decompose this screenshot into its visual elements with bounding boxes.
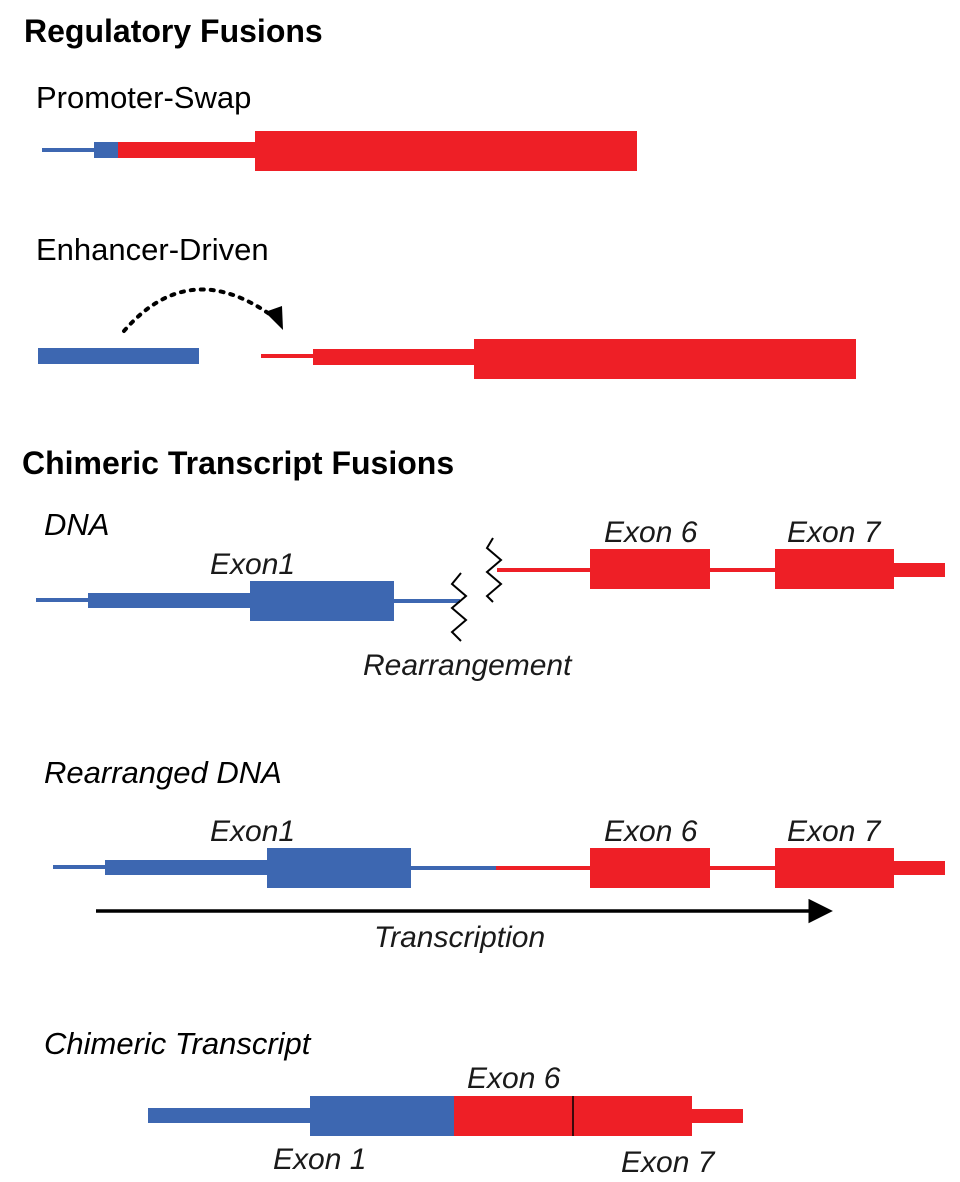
promoter-swap-label: Promoter-Swap xyxy=(36,80,251,115)
rearranged-blue-intron-right xyxy=(409,866,497,870)
dna-exon7-label: Exon 7 xyxy=(787,516,882,549)
dna-exon6-label: Exon 6 xyxy=(604,516,698,549)
enhancer-blue-block xyxy=(38,348,199,364)
promoter-swap-blue-intron xyxy=(42,148,97,152)
promoter-swap-gene xyxy=(42,131,637,171)
rearranged-blue-utr xyxy=(105,860,270,875)
rearranged-blue-intron-left xyxy=(53,865,108,869)
breakpoint-right-icon xyxy=(485,537,503,603)
transcript-red-utr xyxy=(690,1109,743,1123)
promoter-swap-red-exon xyxy=(255,131,637,171)
dna-blue-intron-left xyxy=(36,598,91,602)
rearranged-dna-title: Rearranged DNA xyxy=(44,755,282,790)
dna-blue-intron-right xyxy=(392,599,460,603)
dna-red-exon6 xyxy=(590,549,710,589)
dna-red-intron-left xyxy=(497,568,592,572)
dna-red-exon7 xyxy=(775,549,894,589)
enhancer-red-intron xyxy=(261,354,316,358)
rearranged-red-exon7 xyxy=(775,848,894,888)
transcript-exon6-label: Exon 6 xyxy=(467,1062,561,1095)
regulatory-fusions-heading: Regulatory Fusions xyxy=(24,13,323,49)
rearranged-red-exon6 xyxy=(590,848,710,888)
transcript-exon1-label: Exon 1 xyxy=(273,1143,366,1176)
chimeric-fusions-heading: Chimeric Transcript Fusions xyxy=(22,445,454,481)
dna-blue-utr xyxy=(88,593,253,608)
dna-title: DNA xyxy=(44,507,109,542)
chimeric-transcript-mrna xyxy=(148,1096,743,1136)
transcript-red-exon7 xyxy=(573,1096,692,1136)
dna-blue-exon1 xyxy=(250,581,394,621)
promoter-swap-red-utr xyxy=(118,142,258,158)
enhancer-driven-label: Enhancer-Driven xyxy=(36,232,269,267)
transcription-label: Transcription xyxy=(374,921,545,954)
rearranged-exon7-label: Exon 7 xyxy=(787,815,882,848)
chimeric-transcript-title: Chimeric Transcript xyxy=(44,1026,312,1061)
transcript-red-exon6 xyxy=(454,1096,573,1136)
rearranged-red-intron-left xyxy=(496,866,592,870)
rearranged-exon1-label: Exon1 xyxy=(210,815,295,848)
transcript-blue-utr xyxy=(148,1108,313,1123)
enhancer-driven-gene xyxy=(38,287,856,379)
rearranged-red-intron-mid xyxy=(708,866,778,870)
enhancer-red-exon xyxy=(474,339,856,379)
dna-red-utr xyxy=(892,563,945,577)
rearranged-exon6-label: Exon 6 xyxy=(604,815,698,848)
dna-red-intron-mid xyxy=(708,568,778,572)
promoter-swap-blue-utr xyxy=(94,142,120,158)
transcript-blue-exon1 xyxy=(310,1096,456,1136)
transcript-exon7-label: Exon 7 xyxy=(621,1146,716,1179)
dna-exon1-label: Exon1 xyxy=(210,548,295,581)
breakpoint-left-icon xyxy=(450,572,468,642)
dna-gene-b xyxy=(485,537,945,603)
rearranged-fused-gene xyxy=(53,848,945,888)
enhancer-red-utr xyxy=(313,349,477,365)
rearranged-blue-exon1 xyxy=(267,848,411,888)
dna-gene-a xyxy=(36,572,468,642)
enhancer-arc-dotted xyxy=(122,287,277,333)
rearranged-red-utr xyxy=(892,861,945,875)
rearrangement-label: Rearrangement xyxy=(363,649,573,682)
enhancer-arrowhead-icon xyxy=(265,306,283,330)
